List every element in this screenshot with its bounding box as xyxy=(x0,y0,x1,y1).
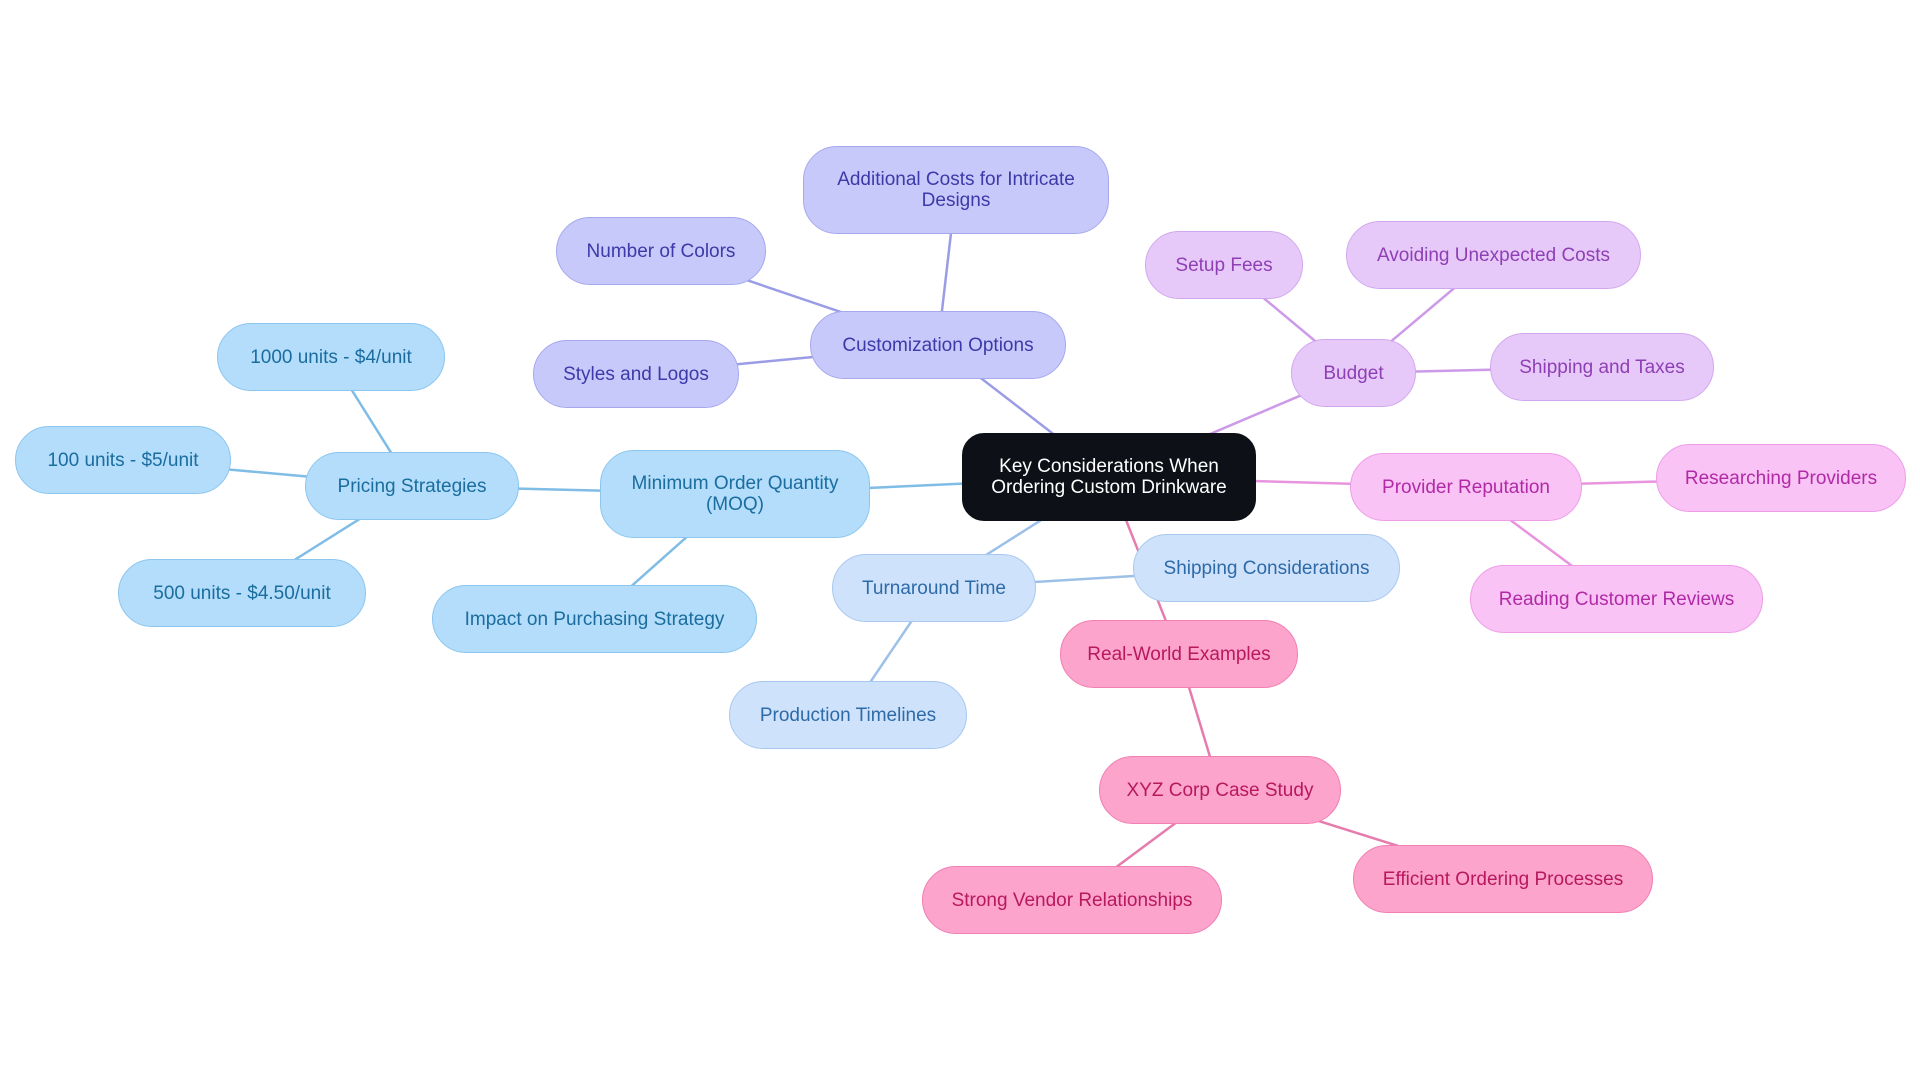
node-strong-vendor-relationships: Strong Vendor Relationships xyxy=(922,866,1222,934)
node-1000-units: 1000 units - $4/unit xyxy=(217,323,445,391)
node-budget: Budget xyxy=(1291,339,1416,407)
node-production-timelines: Production Timelines xyxy=(729,681,967,749)
node-real-world-examples: Real-World Examples xyxy=(1060,620,1298,688)
node-shipping-considerations: Shipping Considerations xyxy=(1133,534,1400,602)
node-researching-providers: Researching Providers xyxy=(1656,444,1906,512)
node-impact-on-purchasing-strategy: Impact on Purchasing Strategy xyxy=(432,585,757,653)
node-setup-fees: Setup Fees xyxy=(1145,231,1303,299)
node-xyz-corp-case-study: XYZ Corp Case Study xyxy=(1099,756,1341,824)
root-node: Key Considerations When Ordering Custom … xyxy=(962,433,1256,521)
node-minimum-order-quantity: Minimum Order Quantity (MOQ) xyxy=(600,450,870,538)
node-avoiding-unexpected-costs: Avoiding Unexpected Costs xyxy=(1346,221,1641,289)
node-styles-and-logos: Styles and Logos xyxy=(533,340,739,408)
node-500-units: 500 units - $4.50/unit xyxy=(118,559,366,627)
node-turnaround-time: Turnaround Time xyxy=(832,554,1036,622)
node-reading-customer-reviews: Reading Customer Reviews xyxy=(1470,565,1763,633)
node-efficient-ordering-processes: Efficient Ordering Processes xyxy=(1353,845,1653,913)
node-customization-options: Customization Options xyxy=(810,311,1066,379)
node-100-units: 100 units - $5/unit xyxy=(15,426,231,494)
node-additional-costs: Additional Costs for Intricate Designs xyxy=(803,146,1109,234)
node-provider-reputation: Provider Reputation xyxy=(1350,453,1582,521)
node-number-of-colors: Number of Colors xyxy=(556,217,766,285)
node-pricing-strategies: Pricing Strategies xyxy=(305,452,519,520)
node-shipping-and-taxes: Shipping and Taxes xyxy=(1490,333,1714,401)
